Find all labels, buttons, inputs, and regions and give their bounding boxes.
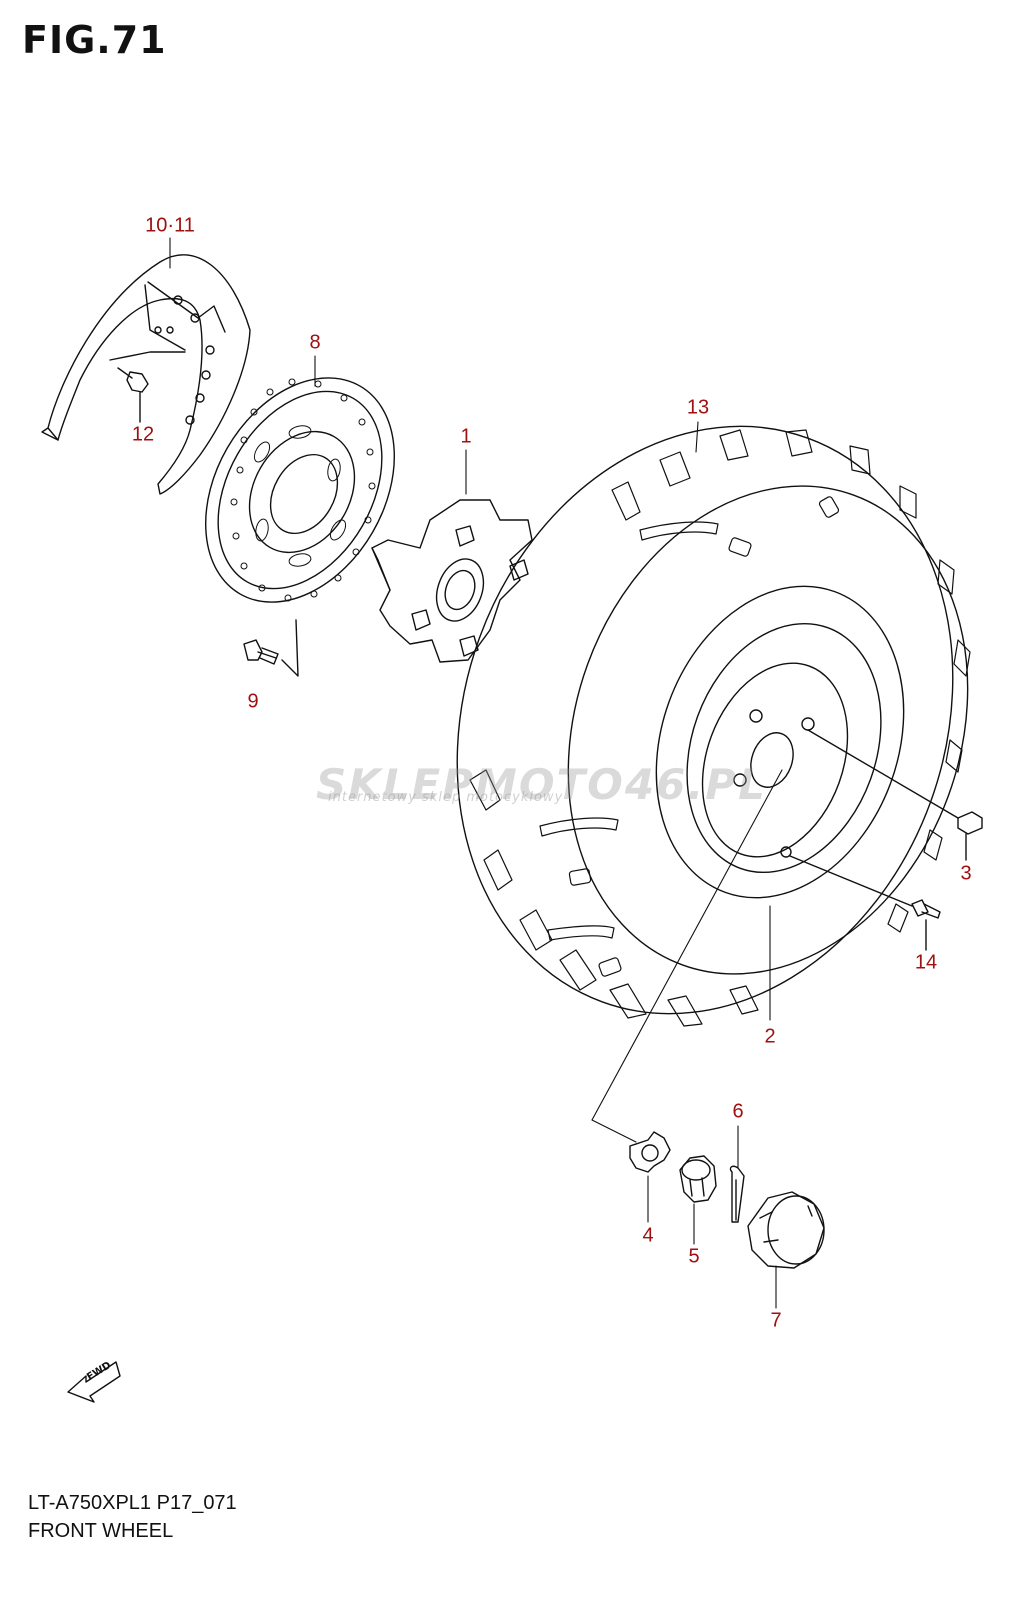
leader-lines bbox=[169, 237, 783, 1309]
disc-bolt bbox=[243, 619, 299, 677]
shield-bolt bbox=[117, 367, 149, 423]
callout-8: 8 bbox=[309, 331, 321, 354]
callout-13: 13 bbox=[686, 396, 710, 419]
hub-cap bbox=[747, 1191, 825, 1269]
callout-7: 7 bbox=[770, 1309, 782, 1332]
callout-10-11: 10·11 bbox=[145, 214, 195, 237]
callout-3: 3 bbox=[960, 862, 972, 885]
callout-6: 6 bbox=[732, 1100, 744, 1123]
castle-nut bbox=[679, 1155, 717, 1203]
watermark-tagline: internetowy sklep motocyklowy bbox=[328, 790, 564, 805]
brake-dust-shield bbox=[41, 254, 251, 495]
tire-and-rim bbox=[456, 425, 971, 1027]
figure-title: FIG.71 bbox=[22, 18, 167, 62]
lock-washer bbox=[629, 1131, 671, 1173]
callout-2: 2 bbox=[764, 1025, 776, 1048]
wheel-nut bbox=[807, 729, 983, 861]
watermark-brand: SKLEPMOTO46.PL bbox=[316, 760, 767, 809]
callout-14: 14 bbox=[914, 951, 938, 974]
footer-section-title: FRONT WHEEL bbox=[28, 1520, 174, 1542]
watermark-part-b: MOTO bbox=[475, 760, 625, 809]
callout-1: 1 bbox=[460, 425, 472, 448]
wheel-hub bbox=[371, 499, 533, 663]
watermark-part-a: SKLEP bbox=[316, 760, 476, 809]
valve-stem bbox=[789, 855, 941, 951]
callout-5: 5 bbox=[688, 1245, 700, 1268]
watermark-part-c: 46.PL bbox=[624, 760, 767, 809]
footer-model-code: LT-A750XPL1 P17_071 bbox=[28, 1492, 237, 1514]
callout-9: 9 bbox=[247, 690, 259, 713]
callout-12: 12 bbox=[131, 423, 155, 446]
cotter-pin bbox=[729, 1165, 745, 1223]
brake-disc bbox=[205, 377, 395, 603]
forward-direction-arrow bbox=[67, 1361, 121, 1403]
callout-4: 4 bbox=[642, 1224, 654, 1247]
